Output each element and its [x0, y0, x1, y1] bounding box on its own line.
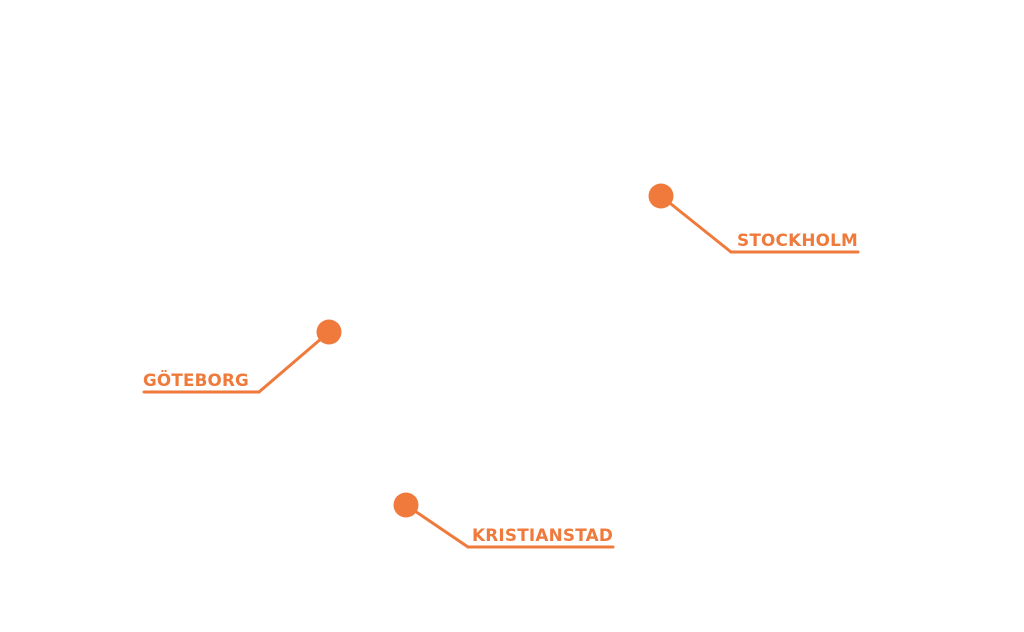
leader-line-goteborg — [257, 330, 331, 394]
leader-line-stockholm — [659, 194, 733, 254]
city-dot-stockholm[interactable] — [648, 183, 674, 209]
marker-goteborg[interactable]: GÖTEBORG — [142, 319, 342, 394]
city-label-stockholm[interactable]: STOCKHOLM — [737, 231, 858, 251]
marker-stockholm[interactable]: STOCKHOLM — [648, 183, 860, 254]
marker-kristianstad[interactable]: KRISTIANSTAD — [393, 492, 615, 549]
city-label-goteborg[interactable]: GÖTEBORG — [143, 369, 249, 391]
city-dot-goteborg[interactable] — [316, 319, 342, 345]
city-label-kristianstad[interactable]: KRISTIANSTAD — [472, 526, 613, 546]
city-dot-kristianstad[interactable] — [393, 492, 419, 518]
